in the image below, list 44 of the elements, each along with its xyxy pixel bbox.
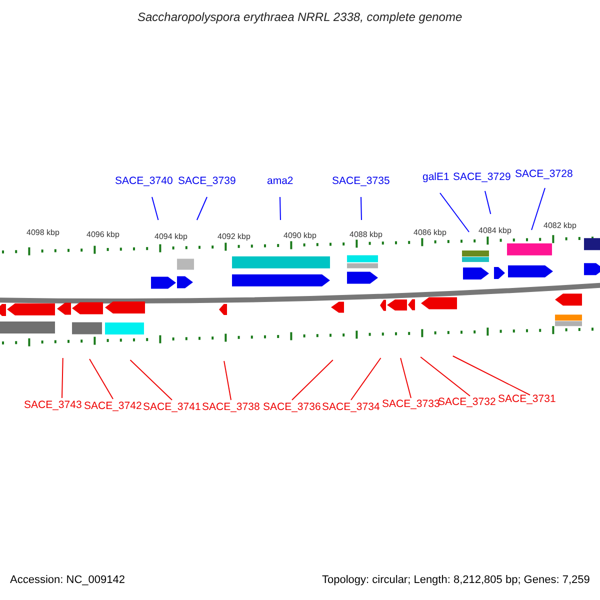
leader-line <box>196 196 208 220</box>
gene-label: galE1 <box>422 172 450 182</box>
leader-line <box>130 360 172 400</box>
leader-line <box>152 196 159 220</box>
gene-label: SACE_3740 <box>115 176 173 186</box>
leader-line <box>452 356 530 396</box>
gene-label: SACE_3733 <box>382 399 440 410</box>
gene-label: SACE_3735 <box>332 176 390 186</box>
gene-label: SACE_3739 <box>178 176 236 186</box>
scale-label: 4096 kbp <box>86 231 120 239</box>
leader-line <box>350 358 382 400</box>
leader-line <box>89 358 114 400</box>
scale-label: 4084 kbp <box>478 227 512 235</box>
gene-label: ama2 <box>267 176 294 186</box>
scale-label: 4086 kbp <box>414 229 446 237</box>
leader-line <box>292 360 334 400</box>
gene-label: SACE_3729 <box>453 172 511 182</box>
scale-label: 4092 kbp <box>218 233 250 241</box>
gene-label: SACE_3741 <box>143 402 201 412</box>
gene-label: SACE_3731 <box>498 394 556 404</box>
map-title: Saccharopolyspora erythraea NRRL 2338, complete genome <box>138 11 462 23</box>
gene-label: SACE_3728 <box>515 169 573 180</box>
scale-label: 4082 kbp <box>544 222 576 230</box>
scale-label: 4090 kbp <box>284 232 316 240</box>
gene-label: SACE_3738 <box>202 402 260 412</box>
leader-line <box>484 190 492 214</box>
scale-label: 4088 kbp <box>350 231 382 239</box>
gene-label: SACE_3736 <box>263 402 321 412</box>
gene-label: SACE_3732 <box>438 397 496 408</box>
gene-label: SACE_3734 <box>322 402 380 412</box>
accession-text: Accession: NC_009142 <box>10 575 125 586</box>
genome-summary-text: Topology: circular; Length: 8,212,805 bp; Genes: 7,259 <box>322 575 590 586</box>
scale-label: 4094 kbp <box>154 233 188 241</box>
gene-label: SACE_3743 <box>24 400 82 410</box>
leader-line <box>400 358 412 398</box>
leader-line <box>440 192 470 232</box>
scale-label: 4098 kbp <box>26 229 60 237</box>
leader-line <box>420 356 470 396</box>
gene-label: SACE_3742 <box>84 401 142 412</box>
leader-line <box>280 196 281 220</box>
leader-line <box>62 358 64 398</box>
leader-line <box>531 188 546 230</box>
leader-line <box>224 360 232 400</box>
leader-line <box>360 196 362 220</box>
